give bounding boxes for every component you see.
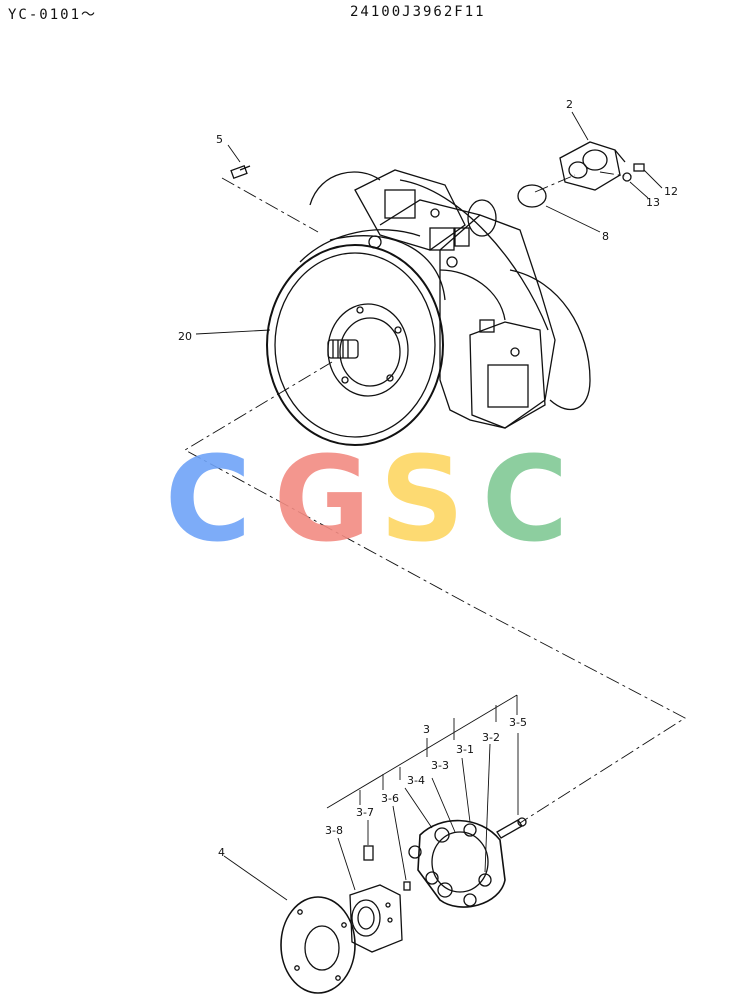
gear-pump-2	[559, 141, 626, 191]
leader-lines	[195, 111, 663, 901]
bolt-washer-12-13	[622, 163, 645, 182]
callout-3: 3	[423, 723, 430, 736]
callout-3-8: 3-8	[325, 824, 343, 837]
callout-3-7: 3-7	[356, 806, 374, 819]
coupling-element-3	[408, 819, 506, 908]
callout-3-2: 3-2	[482, 731, 500, 744]
callout-13: 13	[646, 196, 660, 209]
callout-3-3: 3-3	[431, 759, 449, 772]
callout-5: 5	[216, 133, 223, 146]
hub-3-8	[349, 884, 403, 953]
bolt-3-5	[496, 817, 527, 839]
callout-2: 2	[566, 98, 573, 111]
part-number-label: 24100J3962F11	[350, 4, 486, 20]
callout-12: 12	[664, 185, 678, 198]
callout-3-5: 3-5	[509, 716, 527, 729]
o-ring-8	[517, 184, 547, 208]
watermark-letter-c2: C	[482, 430, 569, 568]
pump-assembly	[266, 169, 591, 446]
callout-3-1: 3-1	[456, 743, 474, 756]
callout-4: 4	[218, 846, 225, 859]
callout-3-6: 3-6	[381, 792, 399, 805]
watermark-letter-c1: C	[165, 430, 252, 568]
phantom-centerlines	[184, 171, 686, 824]
callout-20: 20	[178, 330, 192, 343]
cgsc-watermark: C G S C	[165, 430, 569, 568]
watermark-letter-g: G	[274, 430, 371, 568]
pin-3-6	[403, 881, 411, 891]
watermark-letter-s: S	[380, 430, 465, 568]
callout-3-4: 3-4	[407, 774, 425, 787]
callout-8: 8	[602, 230, 609, 243]
serial-range-label: YC-0101〜	[8, 7, 98, 23]
flange-plate-4	[280, 896, 356, 994]
set-screw-3-7	[363, 845, 374, 861]
bolt-5	[230, 165, 251, 179]
